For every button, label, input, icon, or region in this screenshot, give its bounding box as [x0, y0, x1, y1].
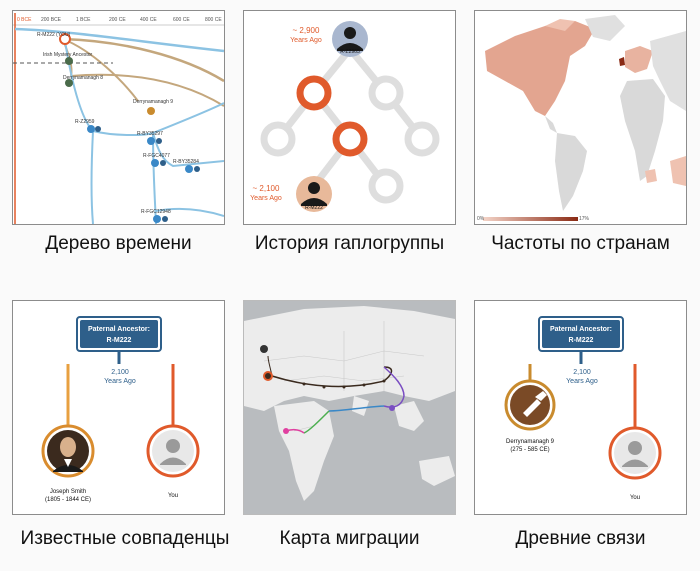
node-label: R-M222: [305, 205, 323, 211]
scale-max: 17%: [579, 216, 590, 222]
card-migration-map[interactable]: Карта миграции: [243, 300, 456, 560]
node-label: Derrynamanagh 8: [63, 75, 103, 81]
axis-label: 200 CE: [109, 17, 126, 23]
match-dates: (1805 - 1844 CE): [45, 497, 91, 503]
years-label: 2,100: [573, 369, 591, 376]
ancient-connections-thumbnail: Paternal Ancestor: R-M222 2,100 Years Ag…: [474, 300, 687, 515]
card-caption[interactable]: Древние связи: [515, 528, 646, 549]
axis-label: 200 BCE: [41, 17, 62, 23]
years-unit: Years Ago: [290, 37, 322, 44]
years-unit: Years Ago: [250, 195, 282, 202]
card-haplogroup-history[interactable]: R-Z2965 ~ 2,900 Years Ago R-M222 ~ 2,100…: [243, 10, 456, 273]
haplogroup-history-thumbnail: R-Z2965 ~ 2,900 Years Ago R-M222 ~ 2,100…: [243, 10, 456, 225]
match-name: Derrynamanagh 9: [506, 439, 555, 445]
scale-min: 0%: [477, 216, 485, 222]
card-caption[interactable]: Частоты по странам: [491, 233, 670, 254]
node-label: Irish Mystery Ancestor: [43, 52, 93, 58]
time-tree-thumbnail: 0 BCE 200 BCE 1 BCE 200 CE 400 CE 600 CE…: [12, 10, 225, 225]
ancestor-title: Paternal Ancestor:: [88, 326, 150, 333]
axis-label: 600 CE: [173, 17, 190, 23]
ancestor-name: R-M222: [569, 337, 594, 344]
node-label: Derrynamanagh 9: [133, 99, 173, 105]
axis-label: 1 BCE: [76, 17, 91, 23]
years-label: 2,100: [111, 369, 129, 376]
axis-label: 400 CE: [140, 17, 157, 23]
card-caption[interactable]: Карта миграции: [279, 528, 420, 549]
you-label: You: [630, 495, 640, 501]
country-frequencies-thumbnail: 0% 17%: [474, 10, 687, 225]
node-label: R-FGC12948: [141, 209, 171, 215]
axis-label: 800 CE: [205, 17, 222, 23]
node-label: R-BY35284: [173, 159, 199, 165]
famous-matches-thumbnail: Paternal Ancestor: R-M222 2,100 Years Ag…: [12, 300, 225, 515]
node-label: R-Z2965: [340, 49, 360, 55]
years-unit: Years Ago: [566, 378, 598, 385]
node-label: R-FGC4077: [143, 153, 170, 159]
node-label: R-BY35297: [137, 131, 163, 137]
card-famous-matches[interactable]: Paternal Ancestor: R-M222 2,100 Years Ag…: [12, 300, 238, 560]
you-label: You: [168, 493, 178, 499]
card-time-tree[interactable]: 0 BCE 200 BCE 1 BCE 200 CE 400 CE 600 CE…: [12, 10, 225, 273]
years-label: ~ 2,900: [293, 26, 320, 35]
ancestor-name: R-M222: [107, 337, 132, 344]
card-country-frequencies[interactable]: 0% 17% Частоты по странам: [474, 10, 687, 273]
years-label: ~ 2,100: [253, 184, 280, 193]
card-ancient-connections[interactable]: Paternal Ancestor: R-M222 2,100 Years Ag…: [474, 300, 687, 560]
node-label: R-Z2959: [75, 119, 95, 125]
match-dates: (275 - 585 CE): [510, 447, 549, 453]
node-label: R-M222 (YOU): [37, 32, 71, 38]
match-name: Joseph Smith: [50, 489, 86, 495]
ancestor-title: Paternal Ancestor:: [550, 326, 612, 333]
years-unit: Years Ago: [104, 378, 136, 385]
card-caption[interactable]: Дерево времени: [45, 233, 192, 254]
axis-label: 0 BCE: [17, 17, 32, 23]
card-caption[interactable]: История гаплогруппы: [254, 233, 445, 254]
migration-map-thumbnail: [243, 300, 456, 515]
card-caption[interactable]: Известные совпаденцы: [20, 528, 230, 549]
